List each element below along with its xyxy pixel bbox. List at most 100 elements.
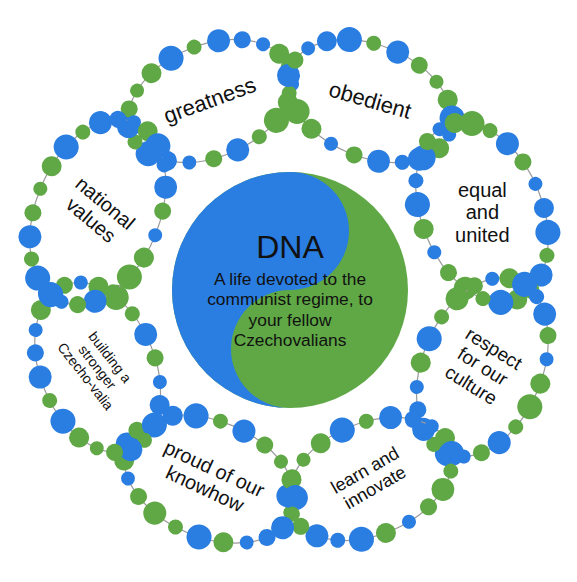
bead: [364, 34, 384, 54]
value-label: equal and united: [452, 179, 511, 246]
bead-string: [391, 103, 573, 323]
center-text-group: DNA A life devoted to the communist regim…: [172, 172, 408, 408]
bead: [40, 391, 60, 411]
value-label: learn and innovate: [325, 441, 414, 516]
bead: [184, 38, 204, 58]
bead: [128, 82, 146, 100]
bead: [463, 275, 485, 297]
bead: [537, 246, 557, 266]
bead: [532, 216, 565, 249]
bead: [425, 243, 443, 261]
bead: [427, 73, 445, 91]
bead: [22, 250, 42, 270]
bead: [155, 156, 175, 176]
bead: [376, 402, 406, 432]
bead: [155, 42, 188, 75]
bead: [408, 54, 430, 76]
bead-string: [105, 390, 316, 567]
value-label: obedient: [324, 77, 416, 125]
bead: [211, 411, 231, 431]
bead: [152, 201, 174, 223]
bead: [527, 371, 553, 397]
value-label: respect for our culture: [437, 323, 528, 413]
bead: [328, 530, 348, 550]
bead: [146, 227, 164, 245]
bead: [437, 262, 459, 284]
bead: [119, 469, 137, 487]
bead: [180, 154, 198, 172]
bead: [513, 391, 546, 424]
bead: [249, 127, 269, 147]
bead: [537, 325, 559, 347]
bead: [47, 405, 80, 438]
bead-string: [109, 16, 311, 186]
bead: [238, 533, 256, 551]
bead: [22, 202, 44, 224]
bead: [506, 418, 526, 438]
bead: [480, 121, 500, 141]
bead: [383, 37, 413, 67]
bead: [166, 517, 186, 537]
bead: [431, 308, 451, 328]
bead: [401, 188, 434, 221]
center-title: DNA: [256, 230, 324, 265]
bead: [107, 109, 129, 131]
center-body-text: A life devoted to the communist regime, …: [202, 269, 378, 351]
bead: [407, 350, 433, 376]
bead: [131, 320, 161, 350]
bead-string: [391, 258, 572, 476]
bead-string: [12, 264, 185, 471]
value-label: proud of our knowhow: [150, 435, 270, 523]
bead: [223, 135, 253, 165]
bead: [512, 151, 534, 173]
bead: [492, 129, 522, 159]
bead: [314, 28, 340, 54]
bead: [32, 180, 50, 198]
bead: [142, 130, 175, 163]
bead: [144, 347, 166, 369]
bead: [308, 430, 334, 456]
bead: [72, 274, 90, 292]
bead: [26, 362, 56, 392]
bead: [407, 378, 425, 396]
bead: [229, 416, 259, 446]
bead-string: [269, 16, 471, 186]
bead: [151, 173, 181, 203]
bead: [470, 442, 492, 464]
bead: [357, 411, 377, 431]
green-half: [172, 172, 408, 408]
bead: [456, 107, 489, 140]
bead: [412, 323, 445, 356]
bead: [151, 373, 169, 391]
bead: [531, 195, 557, 221]
bead: [333, 23, 366, 56]
bead: [411, 216, 437, 242]
bead: [231, 29, 253, 51]
bead: [256, 526, 278, 548]
bead: [343, 144, 365, 166]
bead: [25, 342, 47, 364]
bead: [22, 262, 55, 295]
bead: [526, 175, 544, 193]
bead: [210, 529, 236, 555]
bead: [88, 439, 106, 457]
bead: [27, 321, 45, 339]
bead: [364, 146, 394, 176]
bead: [441, 461, 461, 481]
bead: [254, 433, 276, 455]
bead-string: [269, 394, 471, 564]
bead: [322, 135, 340, 153]
value-label: building a stronger Czecho-valia: [54, 321, 142, 415]
bead: [537, 351, 555, 369]
bead: [254, 35, 272, 53]
bead: [373, 520, 399, 546]
bead: [294, 450, 312, 468]
bead: [15, 222, 45, 252]
bead: [483, 270, 501, 288]
bead: [272, 452, 290, 470]
bead: [406, 171, 426, 191]
bead: [67, 294, 89, 316]
bead-string: [4, 99, 191, 325]
bead: [203, 26, 233, 56]
